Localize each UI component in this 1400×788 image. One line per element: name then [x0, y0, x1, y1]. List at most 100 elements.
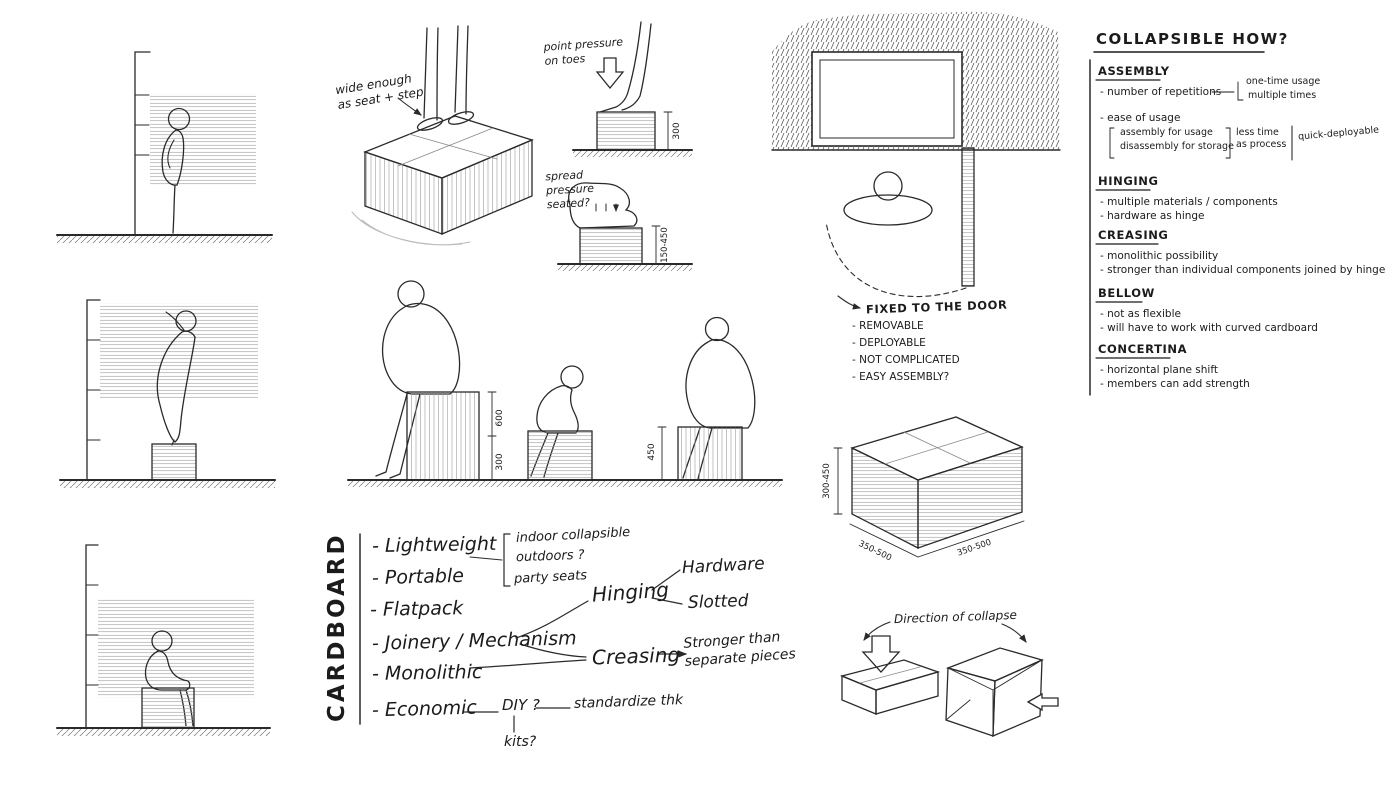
sketch-step-isometric	[351, 25, 534, 246]
ground-hatch	[60, 481, 275, 488]
annotation-arrow	[397, 97, 422, 116]
leg-foot	[621, 23, 652, 111]
notes-heading-assembly: ASSEMBLY	[1098, 64, 1170, 78]
sketch-seated-pressure: 150-450	[557, 182, 693, 271]
dim-label: 450	[647, 443, 657, 460]
wall-panel-hatch	[100, 303, 258, 400]
note-less-time: less time as process	[1236, 127, 1287, 150]
note-concertina-2: - members can add strength	[1100, 378, 1250, 390]
note-creasing-2: - stronger than individual components jo…	[1100, 264, 1386, 276]
door-panel-inner	[819, 59, 955, 139]
mindmap-item-economic: - Economic	[371, 696, 478, 722]
sketch-three-stools: 600 300 450	[347, 280, 783, 487]
collapse-down-arrow	[861, 635, 901, 673]
door-bullet-not-complicated: - NOT COMPLICATED	[852, 354, 960, 366]
figure-head	[704, 316, 730, 342]
ease-bracket-left	[1109, 127, 1115, 159]
mindmap-node-slotted: Slotted	[687, 590, 749, 614]
note-one-time: one-time usage	[1246, 76, 1321, 87]
mindmap-lines: CARDBOARD	[324, 532, 688, 733]
sketch-door-plan	[771, 11, 1061, 310]
figure-body	[144, 650, 191, 691]
mindmap-node-kits: kits?	[504, 734, 537, 750]
stool-tall	[406, 391, 480, 481]
foot	[416, 117, 444, 131]
note-multiple-times: multiple times	[1248, 90, 1317, 101]
box-side-face	[441, 139, 533, 235]
notes-heading-hinging: HINGING	[1098, 174, 1159, 188]
wall-line	[86, 299, 101, 481]
label-arrow-left	[863, 621, 891, 641]
note-concertina-1: - horizontal plane shift	[1100, 364, 1218, 376]
figure-legs	[423, 27, 439, 121]
note-arrow	[837, 295, 862, 310]
foot	[447, 111, 475, 125]
mindmap-root-label: CARDBOARD	[324, 532, 350, 722]
dim-label: 300	[672, 122, 682, 139]
dim-label: 600	[495, 409, 505, 426]
notes-lines	[1089, 51, 1293, 396]
note-assembly-for-usage: assembly for usage	[1120, 127, 1213, 138]
wall-panel-hatch	[150, 93, 256, 185]
link-hinging-hardware	[651, 569, 681, 591]
link-joinery-creasing	[519, 643, 587, 658]
wall-panel-hatch	[98, 598, 254, 698]
note-bellow-2: - will have to work with curved cardboar…	[1100, 322, 1318, 334]
note-repetitions: - number of repetitions	[1100, 86, 1222, 98]
note-spread-pressure: spread pressure seated?	[544, 168, 595, 211]
door-swing-arc	[825, 221, 967, 298]
link-monolithic-creasing	[469, 659, 587, 669]
seat-box	[579, 227, 643, 265]
ground-hatch	[57, 236, 272, 243]
box-side-face	[917, 446, 1023, 549]
person-shoulders-topview	[843, 194, 933, 226]
folded-box-side	[992, 658, 1043, 737]
fold-creases	[945, 659, 1043, 737]
repetitions-bracket	[1237, 81, 1244, 101]
bellow-box-side	[875, 671, 939, 715]
dim-line-depth	[917, 520, 1025, 558]
figure-head	[560, 365, 584, 389]
notes-title: COLLAPSIBLE HOW?	[1096, 30, 1289, 48]
note-point-pressure: point pressure on toes	[543, 35, 624, 68]
uses-bracket	[503, 533, 511, 587]
link-hinging-slotted	[651, 597, 683, 605]
seated-body	[568, 182, 638, 229]
dim-line	[487, 391, 497, 481]
ground-hatch	[57, 729, 270, 736]
link-joinery-hinging	[515, 600, 589, 639]
note-creasing-1: - monolithic possibility	[1100, 250, 1219, 262]
figure-head	[151, 630, 173, 652]
figure-body	[536, 384, 579, 434]
sketch-iso-box-dims: 300-450 350-500 350-500	[822, 416, 1025, 563]
person-head-topview	[873, 171, 903, 201]
figure-body	[381, 302, 461, 395]
mindmap-node-hardware: Hardware	[681, 553, 766, 579]
dim-line-width	[849, 523, 919, 558]
seat-box	[141, 687, 195, 729]
note-hinging-1: - multiple materials / components	[1100, 196, 1278, 208]
notes-heading-bellow: BELLOW	[1098, 286, 1155, 300]
box-front-face	[364, 151, 443, 235]
mindmap-node-hinging: Hinging	[591, 577, 670, 607]
figure-body	[156, 330, 196, 443]
notes-heading-creasing: CREASING	[1098, 228, 1169, 242]
figure-head	[167, 107, 191, 131]
dim-label: 300-450	[822, 463, 832, 499]
note-disassembly-storage: disassembly for storage	[1120, 141, 1234, 152]
wall-line	[85, 544, 99, 729]
folded-box-front	[945, 667, 996, 737]
mindmap-item-flatpack: - Flatpack	[369, 597, 464, 621]
pressure-arrows	[595, 204, 616, 211]
door-bullet-easy-assembly: - EASY ASSEMBLY?	[852, 371, 950, 383]
note-ease-of-usage: - ease of usage	[1100, 112, 1181, 124]
note-bellow-1: - not as flexible	[1100, 308, 1181, 320]
mindmap-node-diy: DIY ?	[502, 696, 540, 714]
sketch-toe-pressure: 300	[572, 21, 693, 157]
dim-line	[663, 111, 673, 151]
note-hinging-2: - hardware as hinge	[1100, 210, 1205, 222]
door-bullet-deployable: - DEPLOYABLE	[852, 337, 926, 349]
dim-line-height	[833, 447, 843, 515]
step-box	[596, 111, 656, 151]
